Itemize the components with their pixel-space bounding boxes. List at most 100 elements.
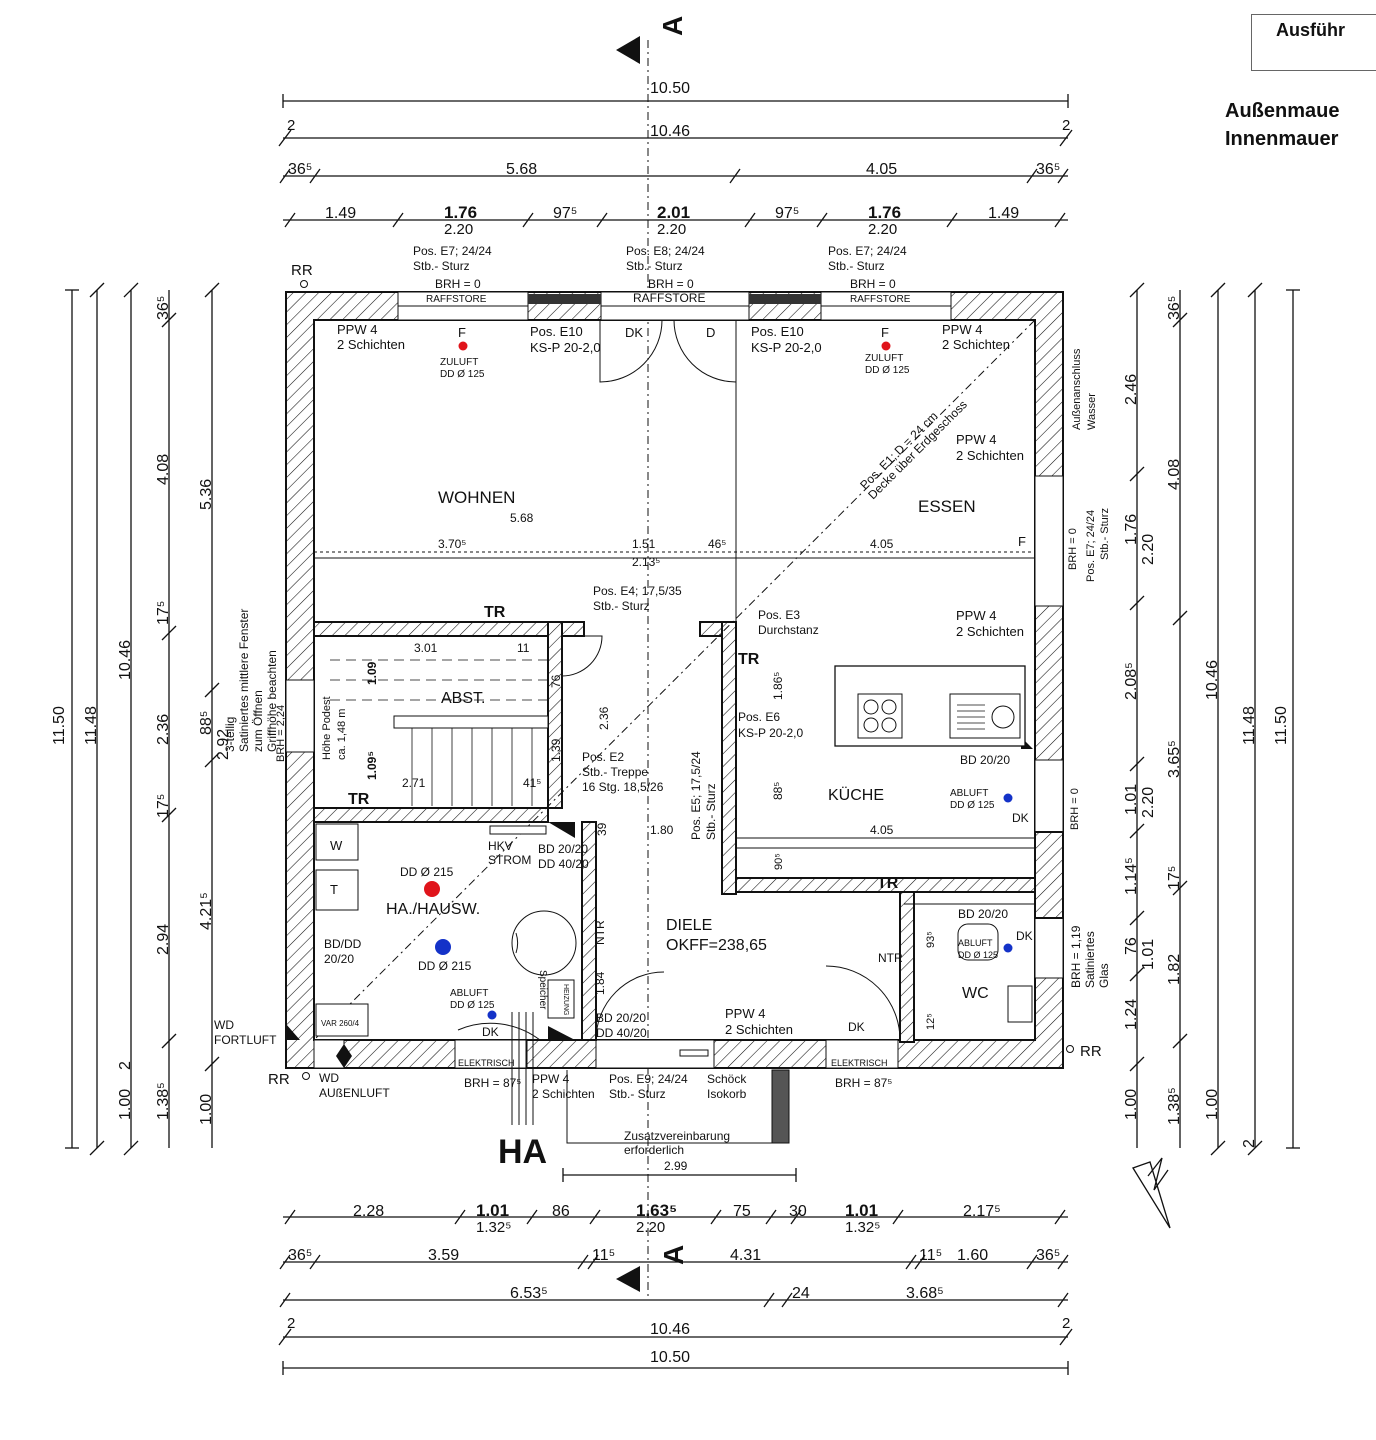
svg-text:1.09⁵: 1.09⁵: [365, 751, 379, 780]
supply-air-icon: [881, 341, 891, 351]
svg-text:WD: WD: [319, 1071, 339, 1085]
svg-text:1.01: 1.01: [1140, 939, 1157, 970]
svg-text:ca. 1,48 m: ca. 1,48 m: [336, 709, 348, 760]
svg-text:88⁵: 88⁵: [771, 782, 785, 800]
svg-text:3.70⁵: 3.70⁵: [438, 537, 466, 551]
svg-text:RR: RR: [1080, 1043, 1102, 1060]
svg-text:4.21⁵: 4.21⁵: [198, 892, 215, 930]
svg-text:BRH = 87⁵: BRH = 87⁵: [464, 1076, 521, 1090]
svg-text:WOHNEN: WOHNEN: [438, 488, 515, 507]
svg-text:DD Ø 125: DD Ø 125: [950, 800, 995, 811]
svg-text:BRH = 1,19: BRH = 1,19: [1069, 925, 1083, 988]
svg-text:11⁵: 11⁵: [592, 1247, 615, 1264]
svg-text:DK: DK: [848, 1020, 865, 1034]
svg-text:BD/DD: BD/DD: [324, 937, 362, 951]
svg-text:Speicher: Speicher: [537, 970, 548, 1010]
svg-text:Stb.- Treppe: Stb.- Treppe: [582, 765, 648, 779]
svg-text:10.46: 10.46: [650, 123, 690, 140]
svg-text:2: 2: [1241, 1139, 1258, 1148]
svg-text:Pos. E4; 17,5/35: Pos. E4; 17,5/35: [593, 584, 682, 598]
svg-text:1.01: 1.01: [1123, 784, 1140, 815]
svg-text:TR: TR: [738, 651, 760, 668]
svg-text:5.68: 5.68: [506, 161, 537, 178]
svg-text:2 Schichten: 2 Schichten: [956, 448, 1024, 463]
exhaust-air-main-icon: [435, 939, 451, 955]
svg-text:41⁵: 41⁵: [523, 776, 541, 790]
svg-text:DD Ø 125: DD Ø 125: [958, 950, 998, 960]
svg-text:Wasser: Wasser: [1086, 393, 1098, 430]
svg-text:11: 11: [517, 641, 530, 655]
svg-text:Außenanschluss: Außenanschluss: [1071, 348, 1083, 430]
svg-text:2.17⁵: 2.17⁵: [963, 1203, 1001, 1220]
svg-text:Pos. E5; 17,5/24: Pos. E5; 17,5/24: [689, 751, 703, 840]
svg-text:Pos. E7; 24/24: Pos. E7; 24/24: [413, 244, 492, 258]
svg-text:DK: DK: [625, 325, 643, 340]
svg-text:4.05: 4.05: [866, 161, 897, 178]
svg-text:76: 76: [1123, 937, 1140, 955]
svg-text:Pos. E7; 24/24: Pos. E7; 24/24: [828, 244, 907, 258]
svg-text:2.71: 2.71: [402, 776, 426, 790]
svg-text:F: F: [1018, 534, 1026, 549]
svg-text:4.31: 4.31: [730, 1247, 761, 1264]
svg-text:2.20: 2.20: [1140, 787, 1157, 818]
svg-text:2.92: 2.92: [215, 729, 232, 760]
svg-text:Pos. E6: Pos. E6: [738, 710, 780, 724]
svg-text:WD: WD: [214, 1018, 234, 1032]
svg-text:WC: WC: [962, 985, 989, 1002]
svg-text:5.68: 5.68: [510, 511, 534, 525]
svg-text:2.20: 2.20: [1140, 534, 1157, 565]
svg-text:Stb.- Sturz: Stb.- Sturz: [704, 783, 718, 840]
svg-text:17⁵: 17⁵: [155, 601, 172, 625]
rainwater-pipe-icon: [1066, 1045, 1074, 1053]
svg-text:TR: TR: [877, 875, 899, 892]
svg-text:2 Schichten: 2 Schichten: [725, 1022, 793, 1037]
exterior-walls: [285, 291, 1064, 1069]
svg-text:FORTLUFT: FORTLUFT: [214, 1033, 277, 1047]
svg-text:2.20: 2.20: [636, 1219, 665, 1236]
svg-text:2.20: 2.20: [444, 221, 473, 238]
svg-text:3.65⁵: 3.65⁵: [1166, 740, 1183, 778]
svg-text:10.46: 10.46: [117, 640, 134, 680]
svg-text:2.46: 2.46: [1123, 374, 1140, 405]
title-box-label: Ausführ: [1276, 20, 1345, 40]
svg-text:BD 20/20: BD 20/20: [960, 753, 1010, 767]
svg-text:11.48: 11.48: [83, 706, 100, 745]
svg-text:17⁵: 17⁵: [1166, 866, 1183, 890]
svg-text:86: 86: [552, 1203, 570, 1220]
svg-text:36⁵: 36⁵: [288, 161, 312, 178]
svg-text:76: 76: [549, 674, 563, 688]
svg-text:2: 2: [117, 1061, 134, 1070]
svg-text:BRH = 0: BRH = 0: [1069, 788, 1081, 830]
svg-text:ABLUFT: ABLUFT: [450, 988, 488, 999]
exhaust-air-icon: [487, 1010, 497, 1020]
svg-text:11⁵: 11⁵: [919, 1247, 942, 1264]
svg-text:DD Ø 215: DD Ø 215: [418, 959, 472, 973]
svg-text:1.32⁵: 1.32⁵: [845, 1219, 880, 1236]
svg-text:2.99: 2.99: [664, 1159, 688, 1173]
svg-text:PPW 4: PPW 4: [337, 322, 377, 337]
dims-right: 2.46 1.76 2.08⁵ 1.01 1.14⁵ 76 1.24 1.00 …: [1123, 282, 1300, 1156]
svg-text:1.49: 1.49: [325, 205, 356, 222]
svg-text:10.50: 10.50: [650, 1349, 690, 1366]
svg-text:RR: RR: [291, 262, 313, 279]
svg-text:11.50: 11.50: [51, 706, 68, 745]
svg-text:6.53⁵: 6.53⁵: [510, 1285, 548, 1302]
svg-text:KÜCHE: KÜCHE: [828, 786, 884, 804]
svg-text:D: D: [706, 325, 715, 340]
svg-text:HKV: HKV: [488, 839, 513, 853]
svg-text:AUßENLUFT: AUßENLUFT: [319, 1086, 390, 1100]
svg-text:1.00: 1.00: [1123, 1089, 1140, 1120]
svg-text:Pos. E3: Pos. E3: [758, 608, 800, 622]
rainwater-pipe-icon: [302, 1072, 310, 1080]
svg-text:BRH = 0: BRH = 0: [850, 277, 896, 291]
svg-text:90⁵: 90⁵: [773, 853, 785, 870]
svg-text:HA./HAUSW.: HA./HAUSW.: [386, 901, 480, 918]
svg-text:Satiniertes: Satiniertes: [1083, 931, 1097, 988]
svg-text:PPW 4: PPW 4: [532, 1072, 570, 1086]
svg-text:BD 20/20: BD 20/20: [958, 907, 1008, 921]
svg-text:88⁵: 88⁵: [198, 711, 215, 735]
dims-left: 11.50 11.48 10.46 36⁵ 4.08 17⁵ 2.36 17⁵ …: [51, 282, 232, 1156]
svg-text:RR: RR: [268, 1071, 290, 1088]
svg-text:1.80: 1.80: [650, 823, 674, 837]
